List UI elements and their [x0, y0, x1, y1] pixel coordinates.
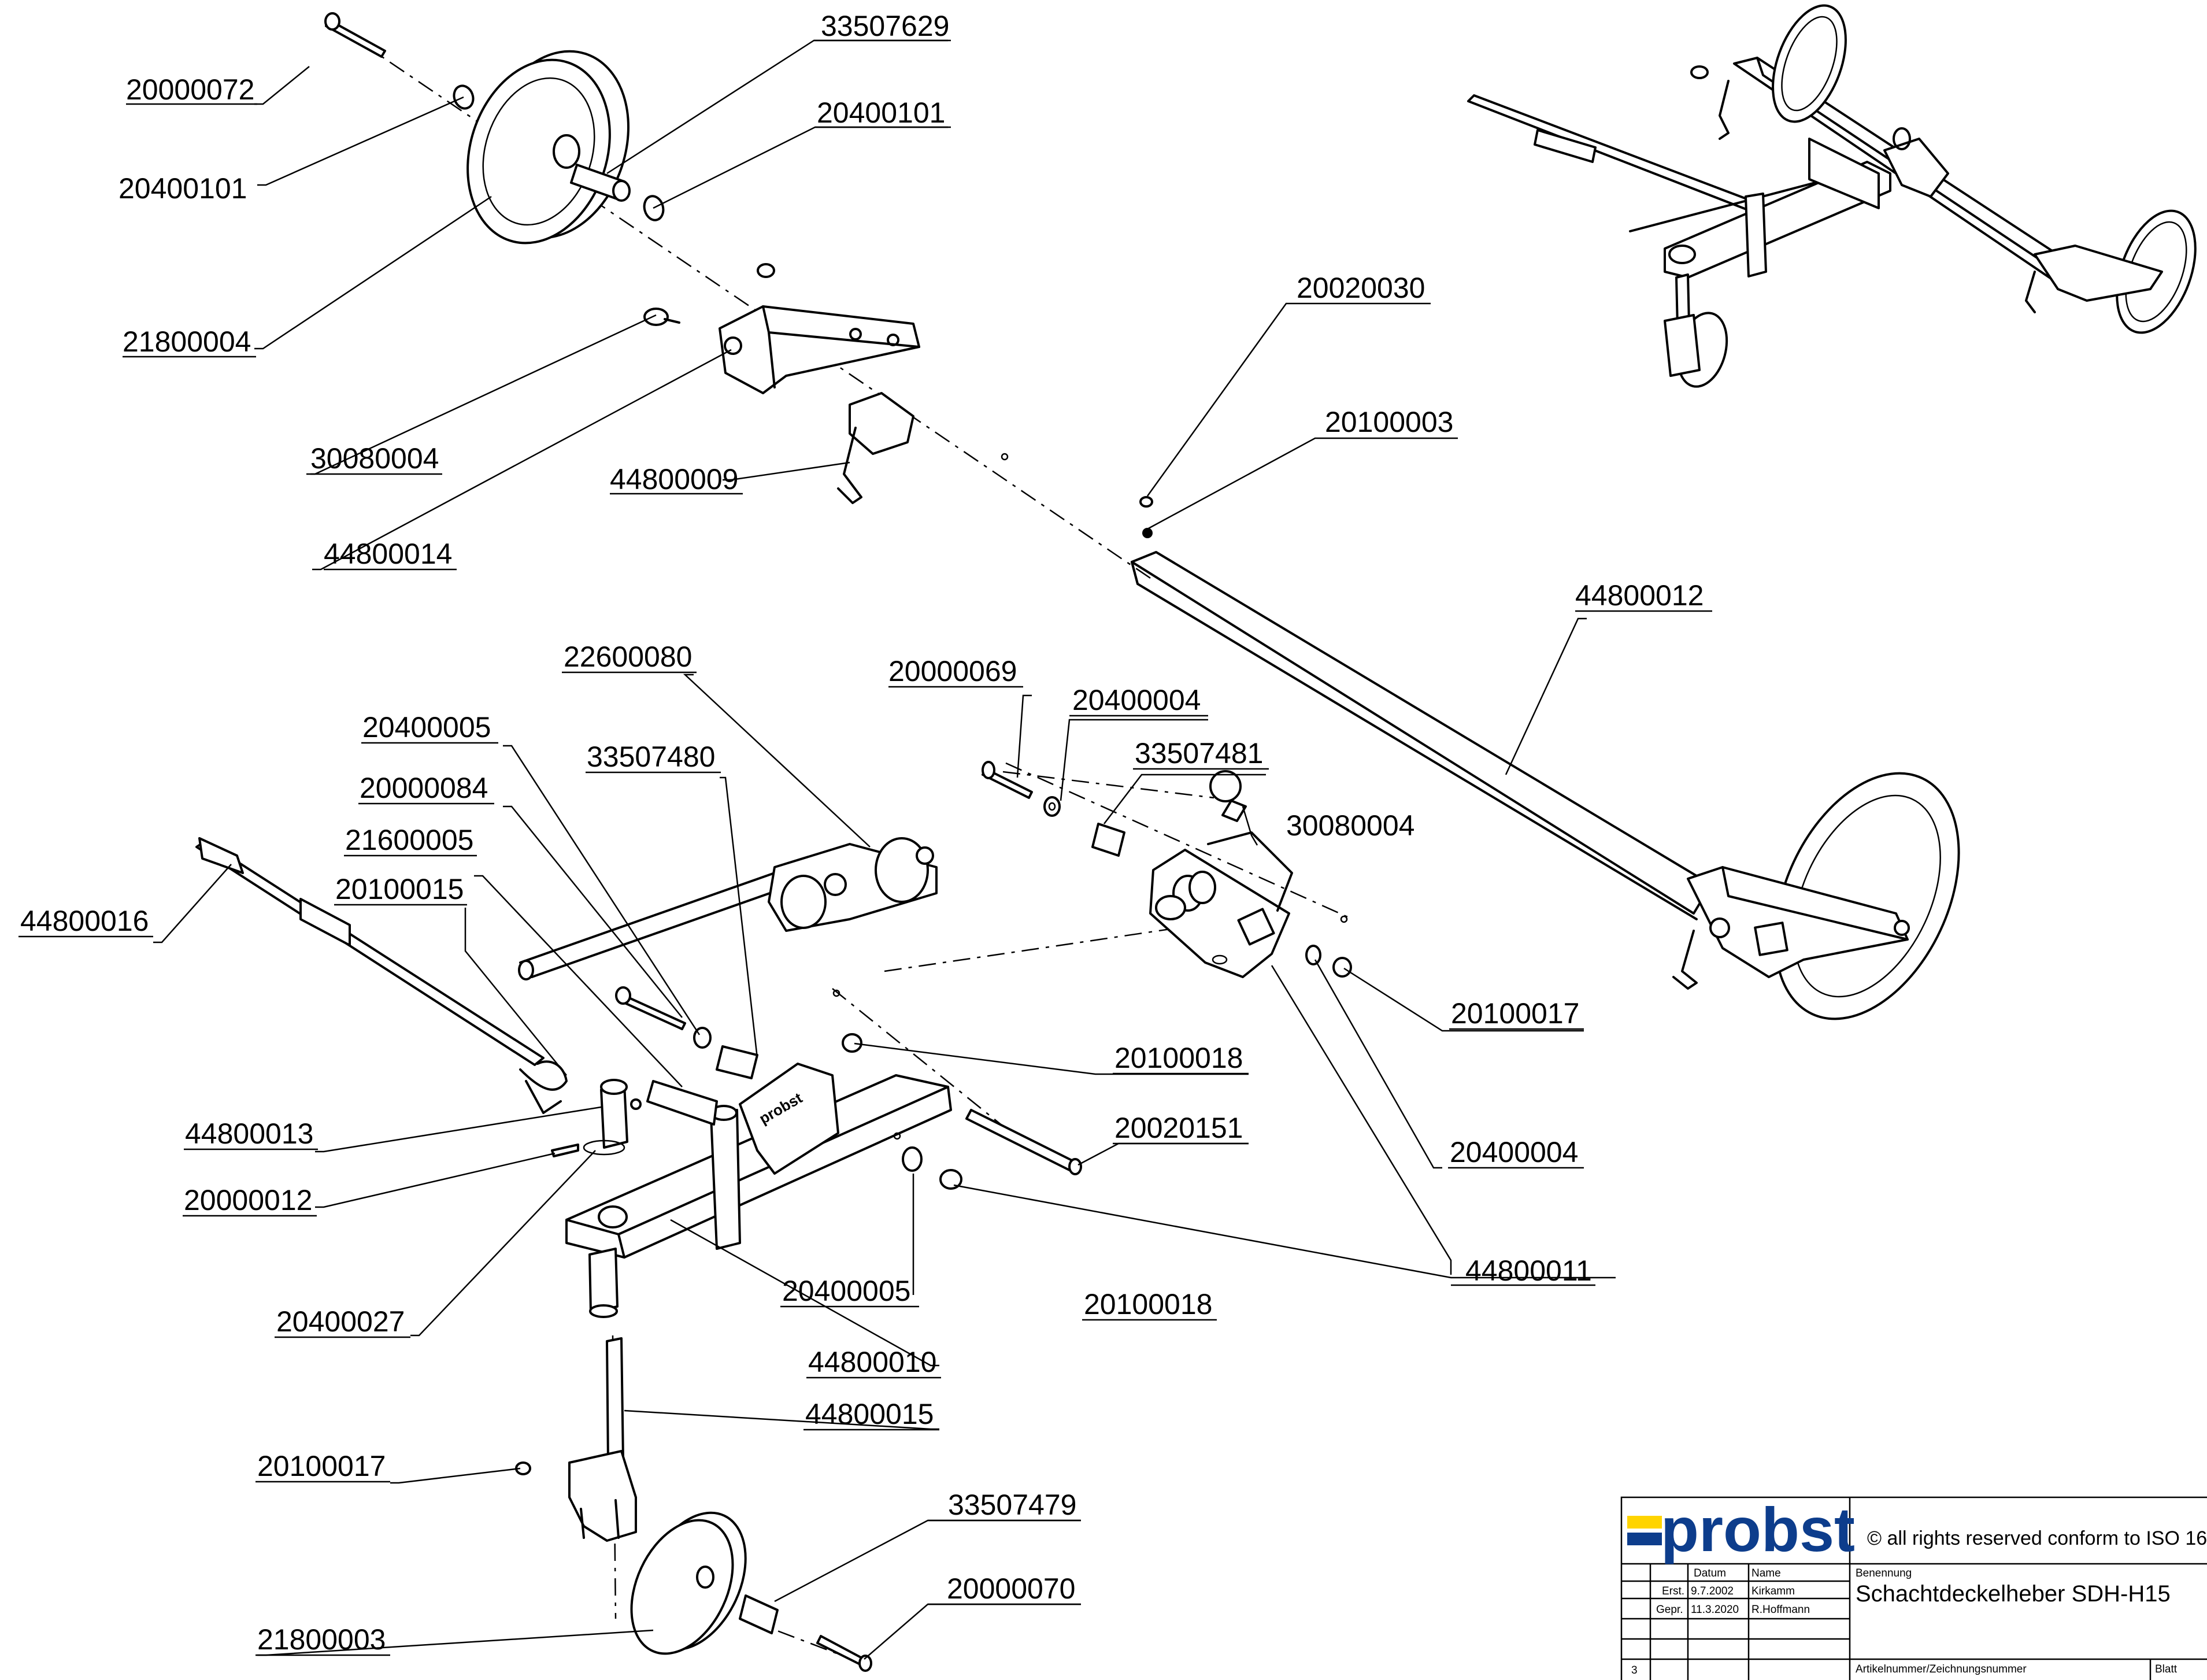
caster-assembly	[515, 1337, 872, 1672]
part-label: 44800013	[185, 1117, 313, 1150]
ring-20400101-right	[643, 195, 665, 221]
part-label: 44800016	[20, 905, 149, 937]
blatt-label: Blatt	[2155, 1663, 2178, 1675]
part-label: 20020030	[1297, 272, 1425, 304]
part-label: 44800014	[324, 538, 452, 570]
part-label: 20020151	[1114, 1112, 1243, 1144]
copyright-notice: © all rights reserved conform to ISO 160…	[1867, 1527, 2207, 1549]
part-label: 33507479	[948, 1489, 1076, 1521]
part-label: 21800003	[257, 1623, 386, 1656]
latch-44800009	[837, 392, 914, 504]
bolt-20000072	[324, 12, 386, 58]
benennung-label: Benennung	[1856, 1567, 1912, 1579]
artikel-label: Artikelnummer/Zeichnungsnummer	[1856, 1663, 2027, 1675]
erst-date: 9.7.2002	[1691, 1585, 1734, 1597]
part-label: 20400005	[782, 1275, 910, 1307]
upper-wheel-group	[324, 12, 1009, 504]
part-label: 20400101	[817, 97, 945, 129]
part-label: 20100018	[1084, 1288, 1212, 1320]
part-label: 20400004	[1072, 684, 1201, 716]
part-label: 33507480	[587, 741, 715, 773]
part-label: 20100017	[1451, 997, 1579, 1030]
part-label: 44800011	[1465, 1255, 1592, 1287]
logo-accent-bar	[1627, 1516, 1662, 1529]
part-label: 21800004	[123, 325, 251, 358]
part-label: 20100018	[1114, 1042, 1243, 1074]
part-label: 20400027	[276, 1305, 405, 1338]
part-label: 21600005	[345, 824, 473, 856]
title-block: probst © all rights reserved conform to …	[1620, 1494, 2207, 1680]
part-label: 20400005	[362, 711, 491, 743]
part-label: 30080004	[1286, 809, 1414, 842]
part-label: 20400004	[1450, 1136, 1578, 1168]
nut-upper	[757, 263, 775, 278]
part-label: 20000069	[888, 655, 1017, 687]
revision-index: 3	[1631, 1664, 1638, 1677]
part-label: 44800012	[1575, 579, 1704, 612]
main-beam-44800012	[1131, 496, 1960, 1020]
part-label: 20100017	[257, 1450, 386, 1482]
row-gepr: Gepr.	[1656, 1604, 1683, 1616]
part-label: 22600080	[564, 641, 692, 673]
part-label: 20100015	[335, 873, 464, 905]
part-label: 33507481	[1135, 737, 1263, 769]
col-name: Name	[1751, 1567, 1781, 1579]
handle-44800016	[195, 837, 568, 1114]
pivot-parts	[982, 761, 1352, 978]
part-label: 20100003	[1325, 406, 1453, 438]
part-label: 30080004	[310, 442, 439, 475]
part-label: 20000070	[947, 1572, 1075, 1605]
col-datum: Datum	[1694, 1567, 1726, 1579]
part-label: 33507629	[821, 10, 949, 42]
part-label: 20000012	[184, 1184, 312, 1216]
part-label: 44800015	[805, 1398, 934, 1430]
logo-brand-bar	[1627, 1533, 1662, 1545]
part-label: 20000084	[360, 772, 488, 804]
eye-bolt-30080004-upper	[643, 308, 680, 326]
part-label: 20000072	[126, 73, 254, 106]
wheel-21800004	[466, 50, 631, 245]
bracket-44800014	[719, 305, 920, 394]
gepr-date: 11.3.2020	[1691, 1604, 1739, 1616]
main-frame-44800010: probst	[551, 986, 1082, 1318]
erst-name: Kirkamm	[1751, 1585, 1795, 1597]
assembled-view	[1467, 4, 2197, 388]
cylinder-22600080	[518, 837, 938, 980]
gepr-name: R.Hoffmann	[1751, 1604, 1810, 1616]
part-labels: 20000072 33507629 20400101 20400101 2180…	[18, 10, 1712, 1656]
brand-logo: probst	[1661, 1494, 1855, 1564]
drawing-title: Schachtdeckelheber SDH-H15	[1856, 1581, 2171, 1607]
part-label: 44800009	[610, 463, 738, 495]
part-label: 44800010	[808, 1346, 936, 1378]
pin-hole-marker	[1001, 453, 1009, 461]
part-label: 20400101	[119, 172, 247, 205]
row-erst: Erst.	[1662, 1585, 1684, 1597]
